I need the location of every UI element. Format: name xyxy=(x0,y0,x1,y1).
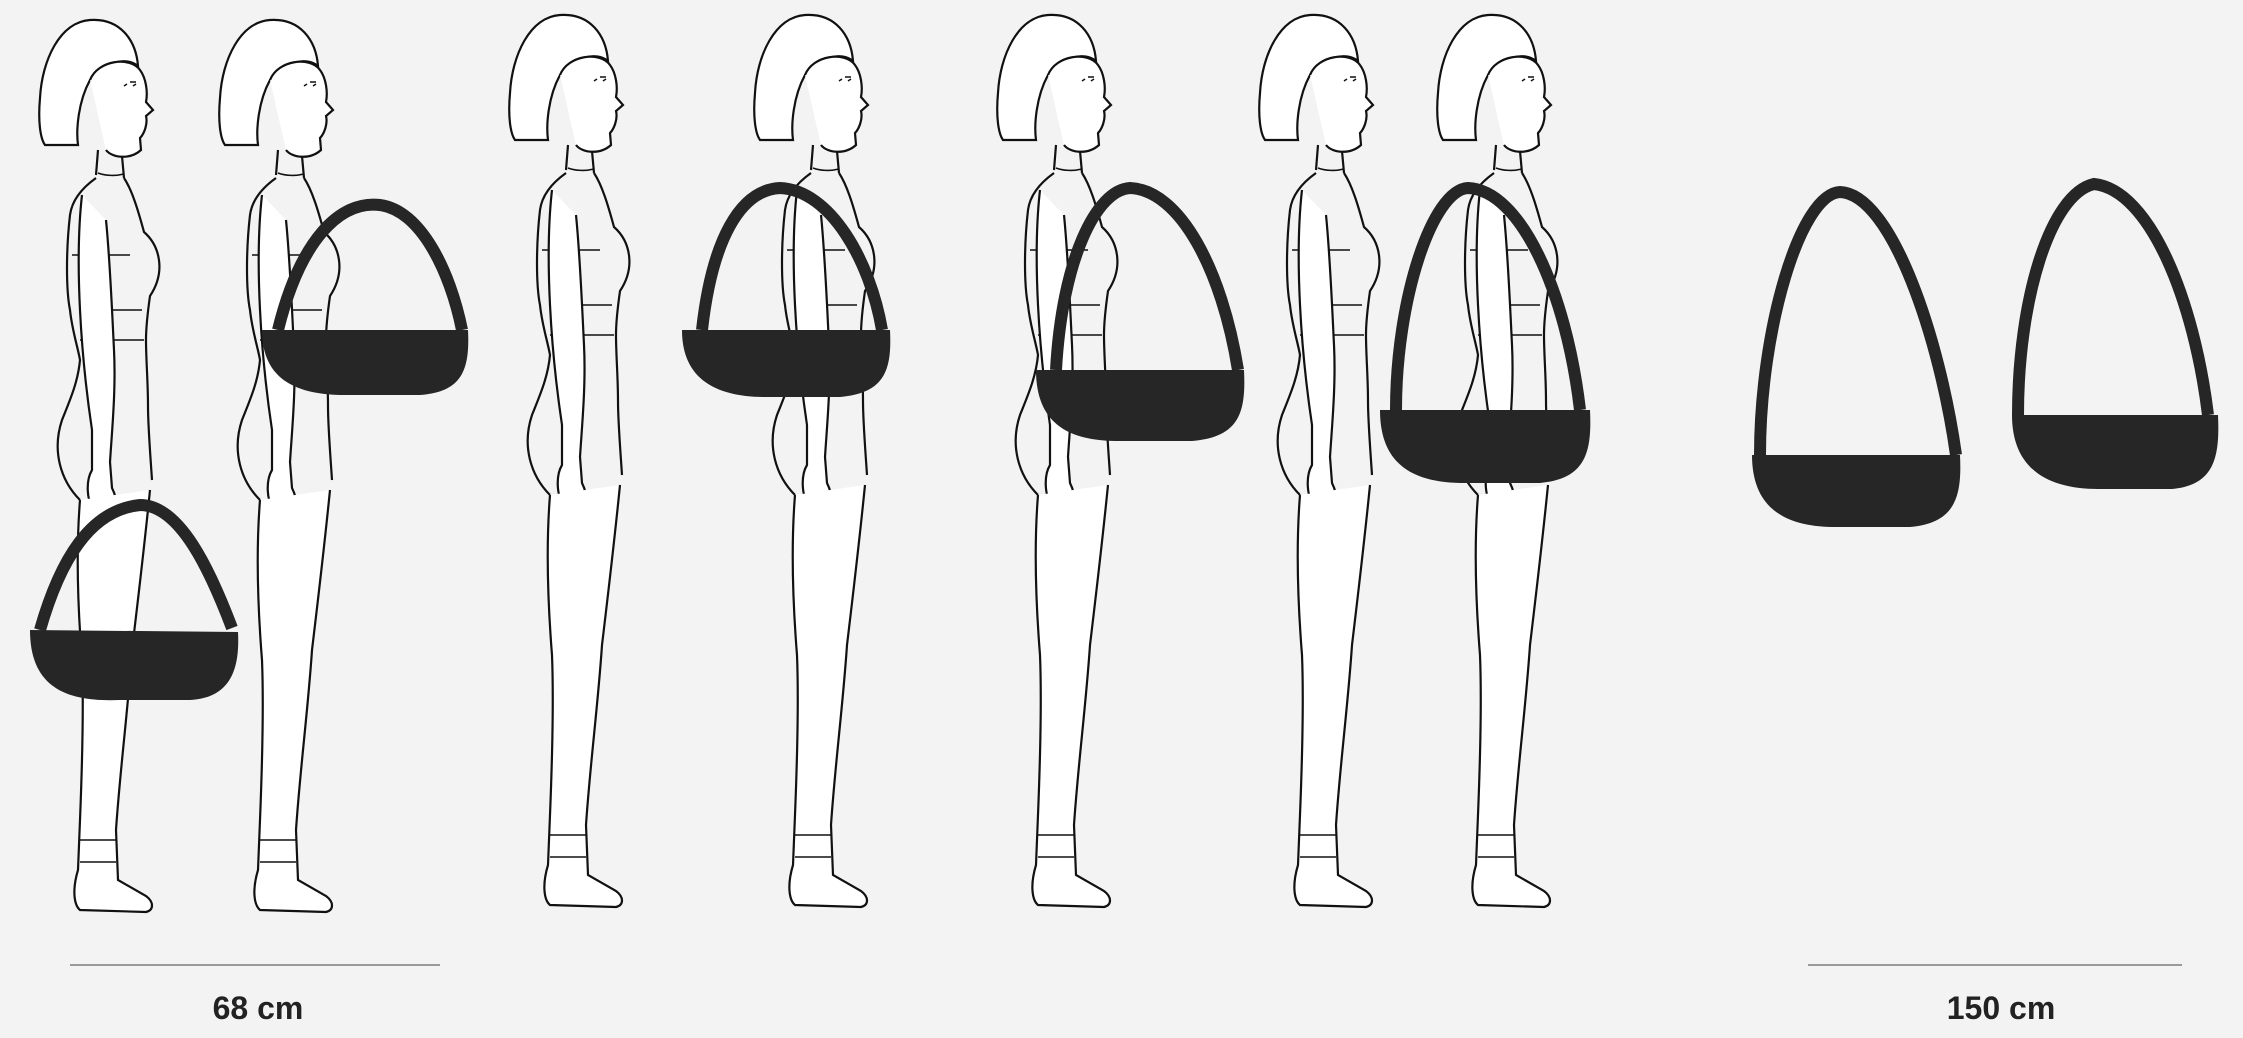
bag-shoulder-2 xyxy=(682,188,890,397)
figure-3 xyxy=(509,15,629,907)
figure-2 xyxy=(219,20,339,912)
bag-crossbody-2 xyxy=(2012,184,2218,489)
bag-shoulder-1 xyxy=(262,205,468,395)
max-length-label: 150 cm xyxy=(1947,990,2056,1027)
figure-5 xyxy=(997,15,1117,907)
figure-1 xyxy=(39,20,159,912)
figure-4 xyxy=(754,15,874,907)
bag-crossbody-1 xyxy=(1752,192,1960,527)
min-length-label: 68 cm xyxy=(213,990,304,1027)
bag-shoulder-3 xyxy=(1036,188,1244,441)
figure-6 xyxy=(1259,15,1379,907)
